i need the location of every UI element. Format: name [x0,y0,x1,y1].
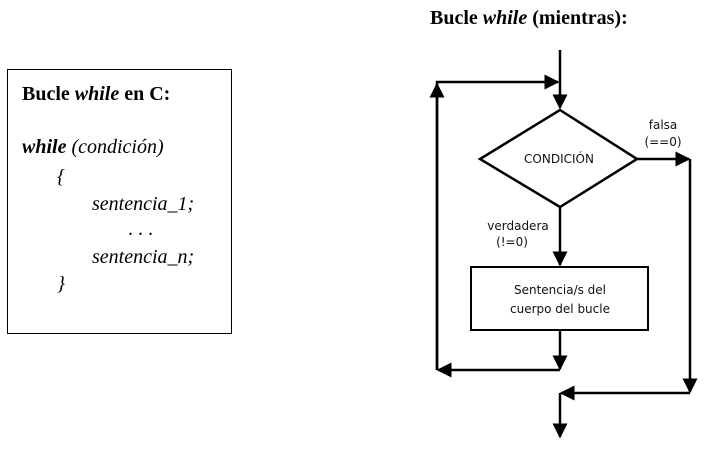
body-label-line1: Sentencia/s del [514,283,606,297]
ellipsis: . . . [128,218,153,240]
code-box-title: Bucle while en C: [22,83,170,105]
close-brace: } [57,273,65,295]
code-box: Bucle while en C: while (condición) { se… [7,69,232,334]
open-brace: { [57,166,65,188]
true-value: (!=0) [496,235,528,249]
statement-1: sentencia_1; [92,193,194,215]
body-label-line2: cuerpo del bucle [510,302,610,316]
true-label: verdadera [487,219,548,233]
condition-label: CONDICIÓN [524,151,594,166]
false-value: (==0) [644,135,681,149]
loop-body-box [470,266,649,331]
while-line: while (condición) [22,136,164,158]
flowchart: Bucle while (mientras): CONDICIÓN falsa … [429,7,698,439]
flowchart-title: Bucle while (mientras): [430,7,628,29]
statement-n: sentencia_n; [92,246,194,268]
false-label: falsa [649,118,678,132]
